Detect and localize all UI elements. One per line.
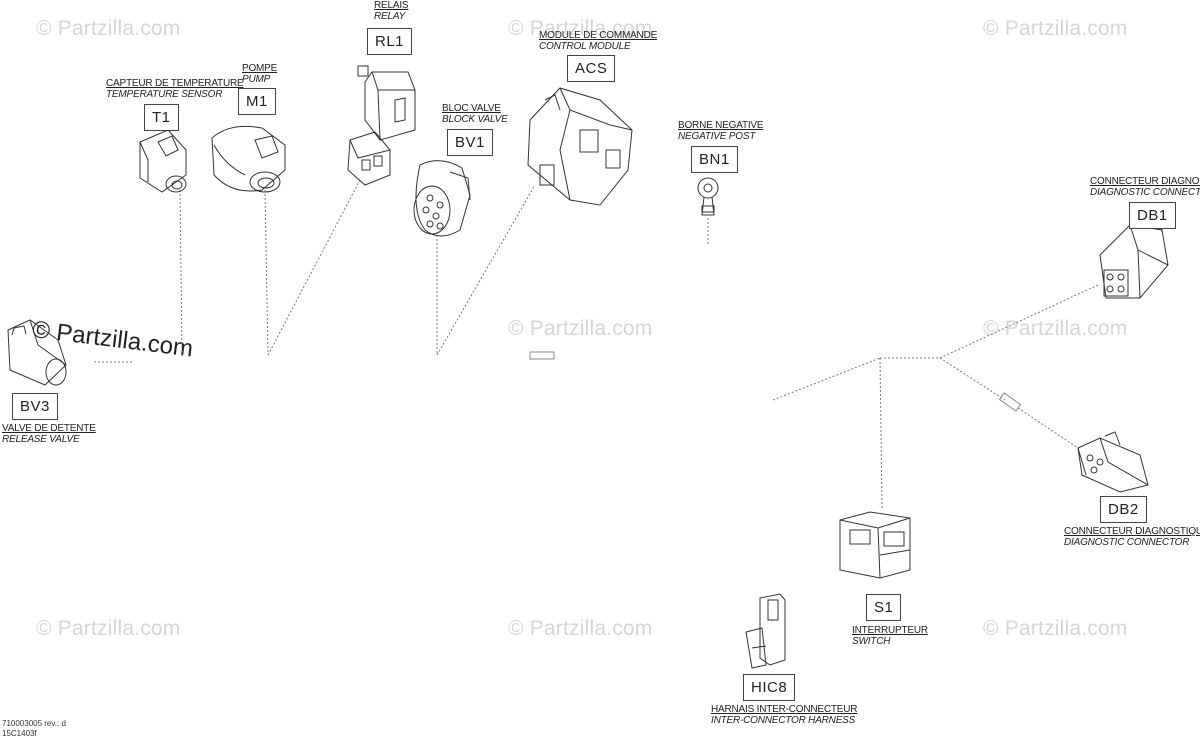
leader-lines <box>94 179 1099 509</box>
code-db1: DB1 <box>1129 202 1176 229</box>
code-rl1: RL1 <box>367 28 413 55</box>
watermark: © Partzilla.com <box>36 17 181 40</box>
code-m1: M1 <box>238 88 276 115</box>
negative-post-ring-terminal <box>697 177 719 216</box>
watermark: © Partzilla.com <box>508 317 653 340</box>
watermark: © Partzilla.com <box>36 617 181 640</box>
code-db2: DB2 <box>1100 496 1147 523</box>
relay-connector <box>347 65 416 186</box>
watermark: © Partzilla.com <box>508 617 653 640</box>
drawing-reference-rev: 710003005 rev.: d <box>2 719 66 728</box>
code-bv3: BV3 <box>12 393 58 420</box>
code-bn1: BN1 <box>691 146 738 173</box>
code-acs: ACS <box>567 55 616 82</box>
watermark: © Partzilla.com <box>983 17 1128 40</box>
switch-connector <box>839 511 911 579</box>
watermark: © Partzilla.com <box>983 317 1128 340</box>
code-hic8: HIC8 <box>743 674 796 701</box>
code-s1: S1 <box>866 594 902 621</box>
drawing-reference: 710003005 rev.: d 15C1403f <box>2 719 66 739</box>
inter-connector-harness <box>745 593 786 669</box>
code-t1: T1 <box>144 104 179 131</box>
code-bv1: BV1 <box>447 129 493 156</box>
drawing-reference-id: 15C1403f <box>2 729 37 738</box>
diagnostic-connector-db2 <box>1077 431 1149 493</box>
watermark: © Partzilla.com <box>508 17 653 40</box>
pump-connector <box>211 125 286 193</box>
control-module-connector <box>527 87 633 206</box>
watermark: © Partzilla.com <box>983 617 1128 640</box>
release-valve-connector <box>7 319 67 386</box>
block-valve-connector <box>413 160 471 237</box>
temperature-sensor-connector <box>139 129 187 193</box>
